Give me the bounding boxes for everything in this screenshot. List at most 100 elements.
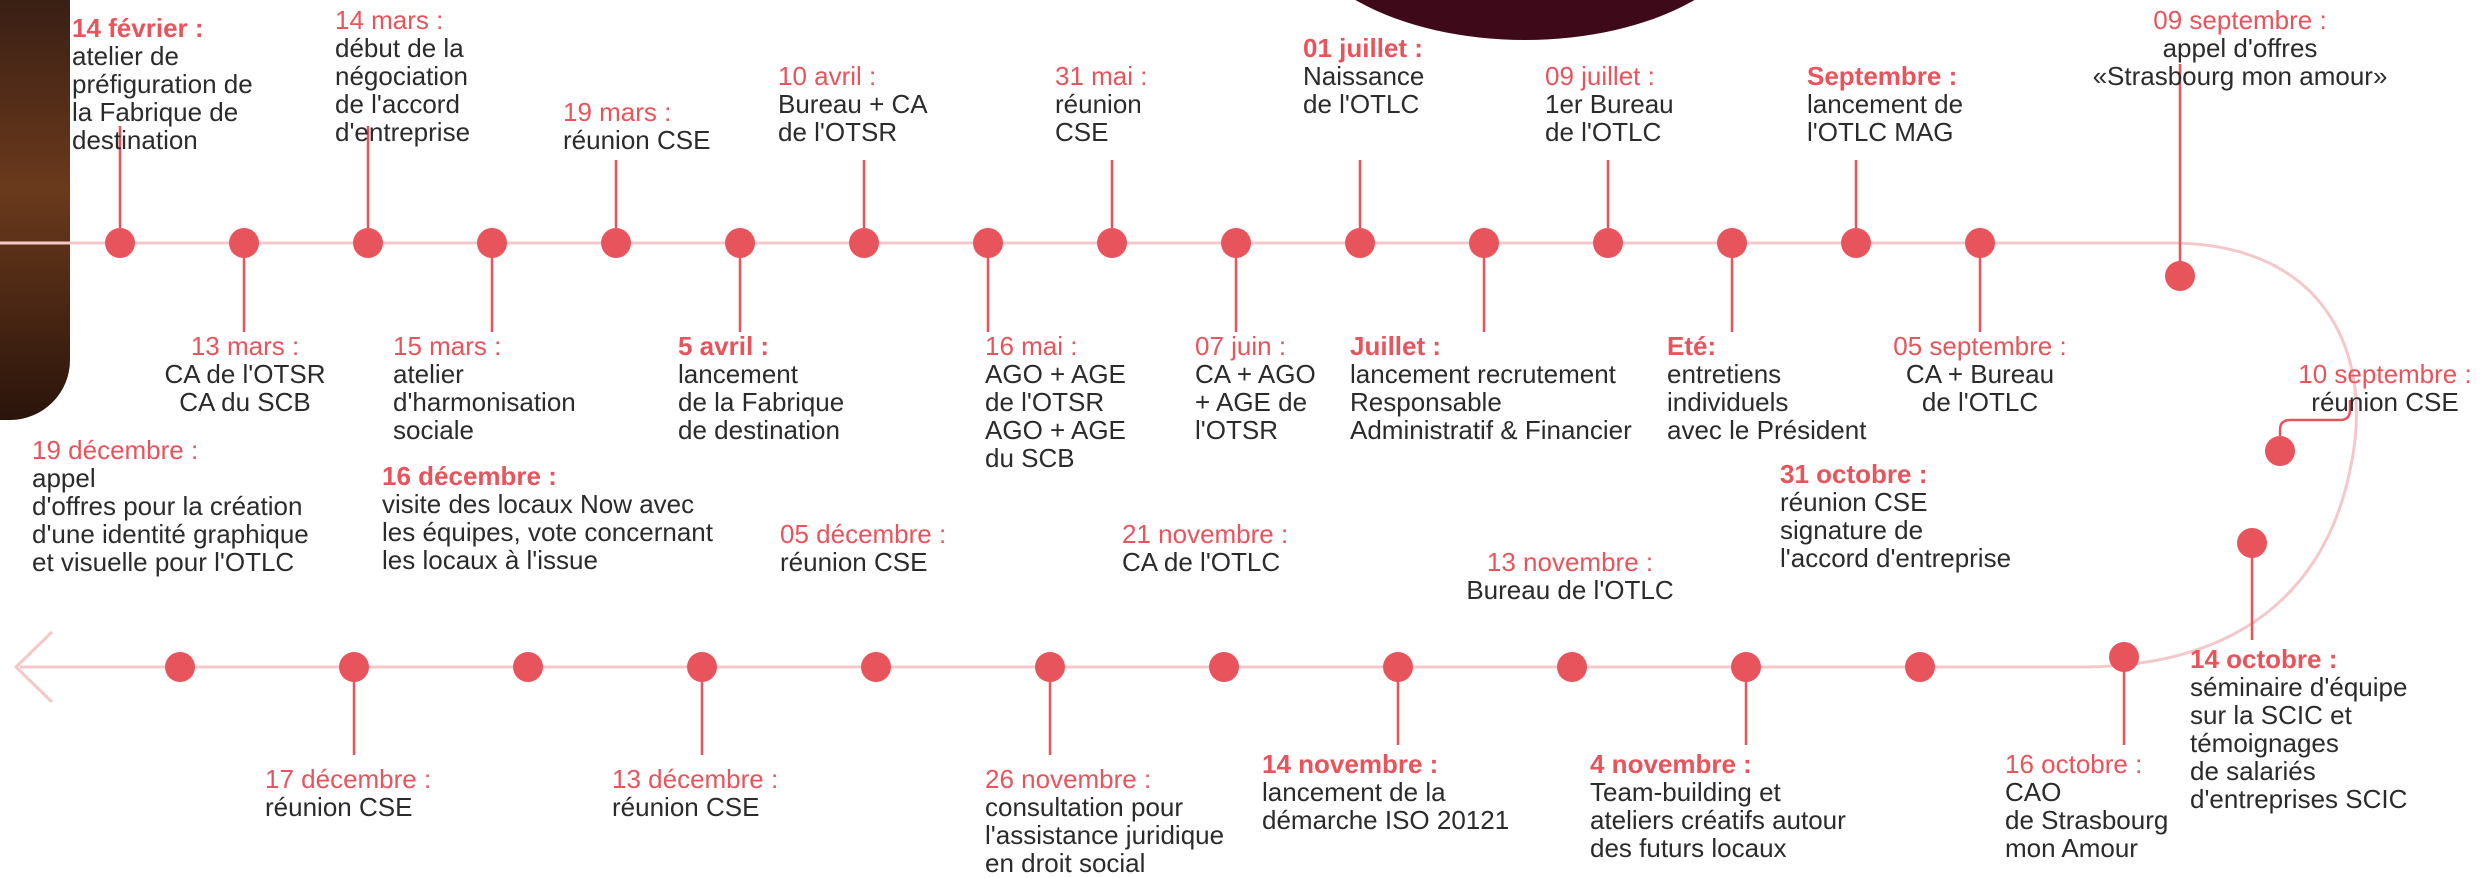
event-e12: Juillet :lancement recrutement Responsab… [1350, 332, 1680, 444]
timeline-dot-e27 [861, 652, 891, 682]
event-e21: 31 octobre :réunion CSE signature de l'a… [1780, 460, 2070, 572]
event-date: 09 juillet : [1545, 61, 1655, 91]
event-e28: 13 décembre :réunion CSE [612, 765, 812, 821]
event-description: CA + AGO + AGE de l'OTSR [1195, 359, 1316, 445]
event-description: lancement de la démarche ISO 20121 [1262, 777, 1510, 835]
event-description: lancement recrutement Responsable Admini… [1350, 359, 1632, 445]
event-e13: 09 juillet :1er Bureau de l'OTLC [1545, 62, 1715, 146]
timeline-dot-e31 [165, 652, 195, 682]
event-date: Eté: [1667, 331, 1717, 361]
event-date: 05 décembre : [780, 519, 947, 549]
event-e08: 16 mai :AGO + AGE de l'OTSR AGO + AGE du… [985, 332, 1145, 472]
timeline-dot-e17 [2165, 261, 2195, 291]
event-e15: Septembre :lancement de l'OTLC MAG [1807, 62, 2007, 146]
timeline-dot-e23 [1557, 652, 1587, 682]
timeline-dot-e29 [513, 652, 543, 682]
event-e31: 19 décembre :appel d'offres pour la créa… [32, 436, 362, 576]
timeline-dot-e08 [973, 228, 1003, 258]
event-e10: 07 juin :CA + AGO + AGE de l'OTSR [1195, 332, 1345, 444]
event-date: 14 octobre : [2190, 644, 2338, 674]
timeline-dot-e20 [2109, 642, 2139, 672]
event-date: 05 septembre : [1893, 331, 2067, 361]
timeline-dot-e11 [1345, 228, 1375, 258]
event-description: appel d'offres pour la création d'une id… [32, 463, 309, 577]
event-e17: 09 septembre :appel d'offres «Strasbourg… [2080, 6, 2400, 90]
event-description: lancement de la Fabrique de destination [678, 359, 845, 445]
event-e05: 19 mars :réunion CSE [563, 98, 753, 154]
event-date: 09 septembre : [2153, 5, 2327, 35]
event-description: réunion CSE signature de l'accord d'entr… [1780, 487, 2012, 573]
event-date: 13 mars : [190, 331, 300, 361]
event-description: Bureau + CA de l'OTSR [778, 89, 928, 147]
event-description: réunion CSE [563, 125, 711, 155]
timeline-dot-e05 [601, 228, 631, 258]
event-description: atelier d'harmonisation sociale [393, 359, 576, 445]
decorative-photo [0, 0, 70, 420]
event-description: visite des locaux Now avec les équipes, … [382, 489, 713, 575]
event-date: 21 novembre : [1122, 519, 1289, 549]
event-date: 10 septembre : [2298, 359, 2472, 389]
event-e30: 17 décembre :réunion CSE [265, 765, 465, 821]
event-e16: 05 septembre :CA + Bureau de l'OTLC [1880, 332, 2080, 416]
event-date: 16 décembre : [382, 461, 557, 491]
event-e06: 5 avril :lancement de la Fabrique de des… [678, 332, 878, 444]
event-date: 5 avril : [678, 331, 770, 361]
event-description: atelier de préfiguration de la Fabrique … [72, 41, 253, 155]
event-description: Bureau de l'OTLC [1466, 575, 1674, 605]
event-e20: 16 octobre :CAO de Strasbourg mon Amour [2005, 750, 2205, 862]
event-e19: 14 octobre :séminaire d'équipe sur la SC… [2190, 645, 2450, 813]
event-date: 26 novembre : [985, 764, 1152, 794]
stem-e18 [2278, 400, 2352, 451]
event-description: CA de l'OTLC [1122, 547, 1281, 577]
timeline-dot-e30 [339, 652, 369, 682]
event-description: consultation pour l'assistance juridique… [985, 792, 1225, 878]
event-description: début de la négociation de l'accord d'en… [335, 33, 471, 147]
event-date: Septembre : [1807, 61, 1958, 91]
event-description: CA + Bureau de l'OTLC [1905, 359, 2055, 417]
event-description: Naissance de l'OTLC [1303, 61, 1425, 119]
event-e24: 14 novembre :lancement de la démarche IS… [1262, 750, 1522, 834]
event-e25: 21 novembre :CA de l'OTLC [1122, 520, 1322, 576]
event-date: 01 juillet : [1303, 33, 1423, 63]
event-description: AGO + AGE de l'OTSR AGO + AGE du SCB [985, 359, 1126, 473]
event-description: CAO de Strasbourg mon Amour [2005, 777, 2169, 863]
event-date: 07 juin : [1195, 331, 1287, 361]
event-description: séminaire d'équipe sur la SCIC et témoig… [2190, 672, 2408, 814]
event-date: 31 octobre : [1780, 459, 1928, 489]
timeline-dot-e28 [687, 652, 717, 682]
timeline-dot-e16 [1965, 228, 1995, 258]
timeline-dot-e18 [2265, 436, 2295, 466]
event-description: réunion CSE [265, 792, 413, 822]
event-date: 17 décembre : [265, 764, 432, 794]
event-date: 10 avril : [778, 61, 877, 91]
event-e27: 05 décembre :réunion CSE [780, 520, 1010, 576]
event-date: 13 décembre : [612, 764, 779, 794]
event-e07: 10 avril :Bureau + CA de l'OTSR [778, 62, 968, 146]
event-date: 13 novembre : [1486, 547, 1654, 577]
timeline-dot-e03 [353, 228, 383, 258]
event-e01: 14 février :atelier de préfiguration de … [72, 14, 302, 154]
event-description: réunion CSE [612, 792, 760, 822]
event-date: 14 mars : [335, 5, 444, 35]
timeline-path [0, 241, 2358, 669]
timeline-dot-e14 [1717, 228, 1747, 258]
event-description: réunion CSE [1055, 89, 1142, 147]
event-e18: 10 septembre :réunion CSE [2290, 360, 2480, 416]
event-description: réunion CSE [2311, 387, 2459, 417]
event-e03: 14 mars :début de la négociation de l'ac… [335, 6, 505, 146]
timeline-dot-e06 [725, 228, 755, 258]
event-date: 31 mai : [1055, 61, 1148, 91]
event-description: appel d'offres «Strasbourg mon amour» [2092, 33, 2388, 91]
timeline-dot-e26 [1035, 652, 1065, 682]
timeline-dot-e10 [1221, 228, 1251, 258]
arrow-left-icon [13, 630, 54, 704]
event-date: 16 mai : [985, 331, 1078, 361]
timeline-dot-e07 [849, 228, 879, 258]
timeline-dot-e19 [2237, 528, 2267, 558]
event-description: Team-building et ateliers créatifs autou… [1590, 777, 1846, 863]
event-date: 4 novembre : [1590, 749, 1752, 779]
event-description: lancement de l'OTLC MAG [1807, 89, 1964, 147]
event-e26: 26 novembre :consultation pour l'assista… [985, 765, 1245, 877]
event-e02: 13 mars :CA de l'OTSR CA du SCB [160, 332, 330, 416]
